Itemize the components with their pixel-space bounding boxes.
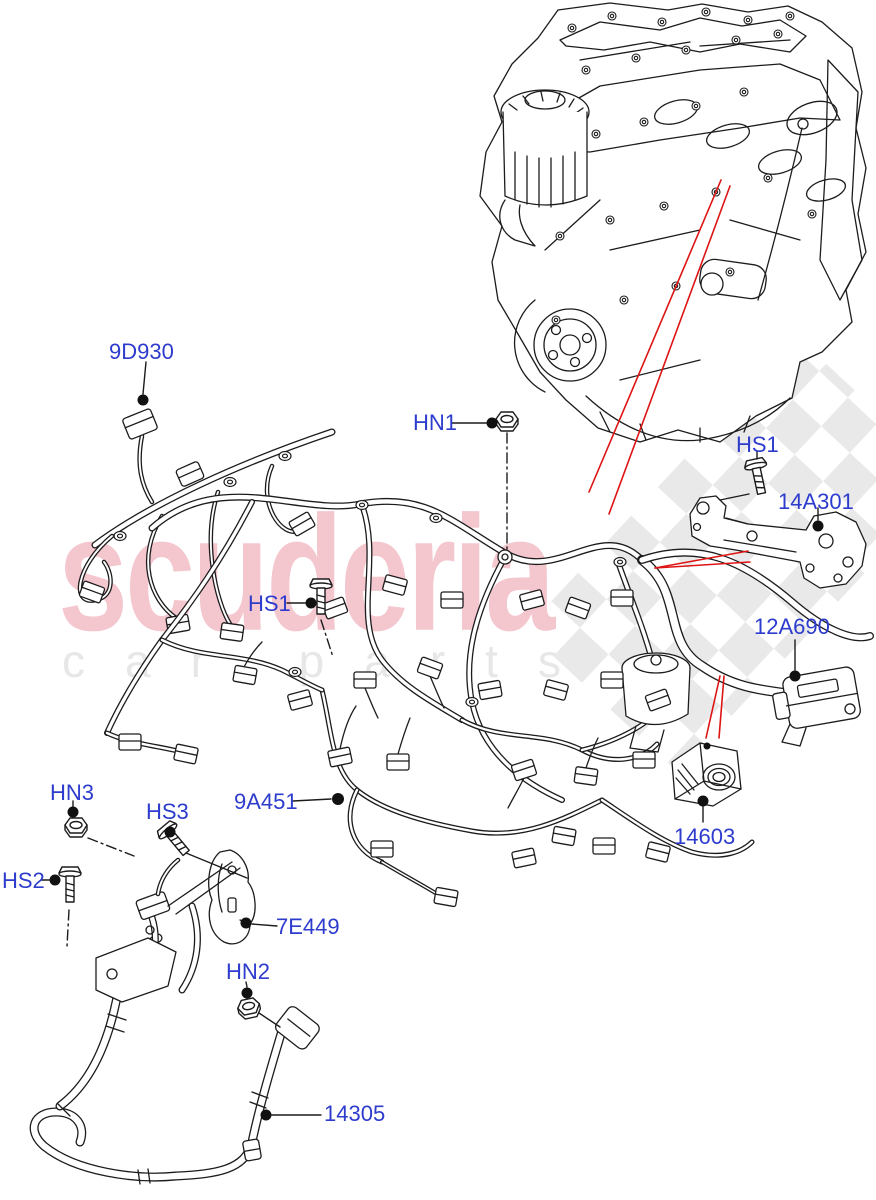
nut-icon-hn1 xyxy=(495,411,519,432)
callout-hn2: HN2 xyxy=(226,959,271,984)
leader-dots xyxy=(49,394,824,1121)
grommet-14603 xyxy=(671,742,742,807)
callout-hn3: HN3 xyxy=(50,780,95,805)
callout-14305: 14305 xyxy=(324,1101,386,1126)
bracket-7e449 xyxy=(208,849,256,945)
callout-14603: 14603 xyxy=(674,824,736,849)
callout-hn1: HN1 xyxy=(413,410,458,435)
red-reference-lines xyxy=(588,179,751,739)
harness-9d930 xyxy=(77,408,336,643)
callout-hs2: HS2 xyxy=(2,868,45,893)
bolt-icon-hs1-top xyxy=(742,456,774,497)
callout-hs1-mid: HS1 xyxy=(248,591,291,616)
battery-cable-14305 xyxy=(29,857,320,1185)
leader-lines xyxy=(40,361,819,1116)
callout-7e449: 7E449 xyxy=(276,914,340,939)
callout-14a301: 14A301 xyxy=(778,489,854,514)
callout-12a690: 12A690 xyxy=(754,614,830,639)
callout-hs1-top: HS1 xyxy=(736,432,779,457)
nut-icon-hn3 xyxy=(64,817,88,838)
callout-9a451: 9A451 xyxy=(234,789,298,814)
engine-illustration xyxy=(479,2,867,443)
callout-9d930: 9D930 xyxy=(109,339,174,364)
nut-icon-hn2 xyxy=(235,996,263,1021)
main-harness xyxy=(104,493,874,908)
bolt-icon-hs2 xyxy=(58,866,82,903)
bracket-14a301 xyxy=(689,495,867,589)
callout-hs3: HS3 xyxy=(146,799,189,824)
connector-12a690 xyxy=(772,666,861,747)
